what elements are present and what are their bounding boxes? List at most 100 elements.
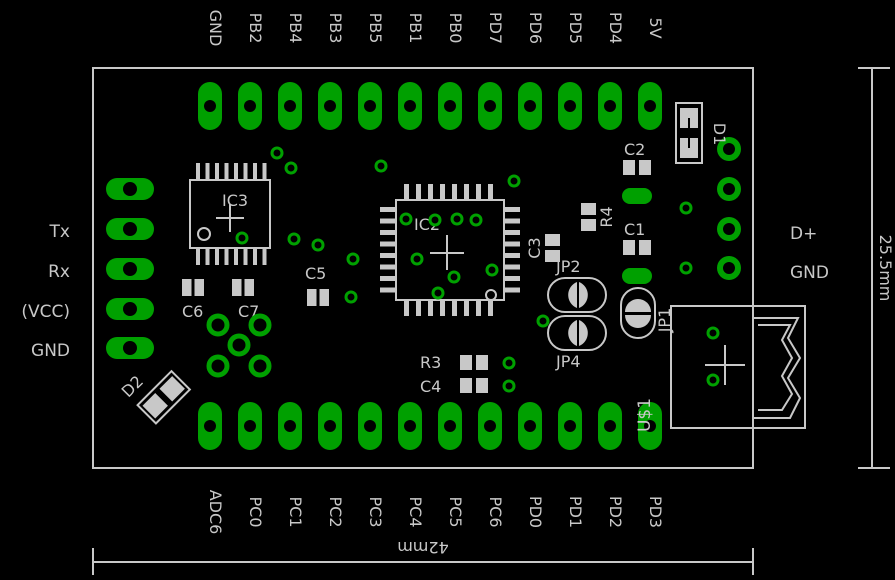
via bbox=[502, 356, 516, 370]
bottom-pin-label: PD3 bbox=[646, 496, 665, 528]
top-header-pad bbox=[518, 82, 542, 130]
right-pad bbox=[717, 217, 741, 241]
top-header-pad bbox=[558, 82, 582, 130]
ic3-pin bbox=[224, 249, 229, 265]
via bbox=[431, 286, 445, 300]
ic2-pin bbox=[505, 230, 520, 235]
r4-res: R4 bbox=[581, 203, 616, 231]
top-pin-label: PD7 bbox=[486, 12, 505, 44]
label-gnd-left: GND bbox=[31, 341, 70, 361]
d1-diode: D1 bbox=[675, 102, 729, 164]
bottom-header-pad bbox=[558, 402, 582, 450]
ic2-pin bbox=[428, 184, 433, 199]
left-pad bbox=[106, 337, 154, 359]
bottom-header-pad bbox=[438, 402, 462, 450]
ic3-pins bbox=[196, 163, 267, 265]
ic2-pin bbox=[488, 301, 493, 316]
ic2-pins bbox=[380, 184, 520, 316]
right-pad bbox=[717, 177, 741, 201]
top-pin-label: PB1 bbox=[406, 13, 425, 44]
pad-c1 bbox=[622, 268, 652, 284]
ic2-pin bbox=[505, 253, 520, 258]
label-gnd-right: GND bbox=[790, 263, 829, 283]
top-pin-label: PB3 bbox=[326, 13, 345, 44]
via bbox=[410, 252, 424, 266]
ic2-pin bbox=[464, 301, 469, 316]
vias bbox=[235, 146, 693, 393]
d1-label: D1 bbox=[710, 123, 729, 146]
bottom-pin-label: PC2 bbox=[326, 497, 345, 528]
bottom-pin-label: PD2 bbox=[606, 496, 625, 528]
d2-label: D2 bbox=[118, 372, 147, 401]
ic2-pin bbox=[476, 184, 481, 199]
jp2-jumper: JP2 bbox=[547, 257, 607, 313]
via bbox=[469, 213, 483, 227]
r3-label: R3 bbox=[420, 353, 441, 372]
bottom-pin-label: PC1 bbox=[286, 497, 305, 528]
c5-label: C5 bbox=[305, 264, 326, 283]
via bbox=[287, 232, 301, 246]
jp4-label: JP4 bbox=[555, 352, 581, 371]
top-header-pad bbox=[278, 82, 302, 130]
bottom-header-pad bbox=[638, 402, 662, 450]
via bbox=[447, 270, 461, 284]
bottom-header-pads bbox=[198, 402, 662, 450]
ic3-pin bbox=[234, 163, 238, 179]
via bbox=[270, 146, 284, 160]
bottom-pin-label: PD0 bbox=[526, 496, 545, 528]
left-labels: Tx Rx (VCC) GND bbox=[21, 222, 70, 361]
bottom-pin-label: PC3 bbox=[366, 497, 385, 528]
c6-label: C6 bbox=[182, 302, 203, 321]
tht-pad bbox=[227, 333, 251, 357]
ic2-pin bbox=[505, 241, 520, 247]
ic3-pin bbox=[234, 249, 238, 265]
c3-cap: C3 bbox=[525, 234, 560, 262]
ic2-pin bbox=[380, 207, 395, 212]
ic3-pin bbox=[224, 163, 229, 179]
board-outline bbox=[92, 67, 754, 469]
bottom-header-pad bbox=[478, 402, 502, 450]
top-pin-label: PB2 bbox=[246, 13, 265, 44]
ic2-pin bbox=[380, 241, 395, 247]
bottom-pin-label: PC5 bbox=[446, 497, 465, 528]
ic2-pin bbox=[476, 301, 481, 316]
ic2-pin bbox=[416, 301, 421, 316]
tht-pad bbox=[248, 354, 272, 378]
top-header-pad bbox=[238, 82, 262, 130]
left-pad bbox=[106, 258, 154, 280]
via bbox=[485, 263, 499, 277]
ic2-pin bbox=[505, 218, 520, 224]
top-header-pad bbox=[478, 82, 502, 130]
top-header-pads bbox=[198, 82, 662, 130]
dimension-height: 25.5mm bbox=[858, 67, 895, 469]
ic2-pin bbox=[428, 301, 433, 316]
ic2-pin bbox=[380, 230, 395, 235]
top-header-pad bbox=[638, 82, 662, 130]
ic2-pin bbox=[404, 184, 409, 199]
ic2-pin bbox=[416, 184, 421, 199]
bottom-header-pad bbox=[398, 402, 422, 450]
ic3-pin bbox=[215, 163, 219, 179]
ic3-pin bbox=[215, 249, 219, 265]
via bbox=[284, 161, 298, 175]
via bbox=[374, 159, 388, 173]
r3-res: R3 bbox=[420, 353, 488, 372]
top-pin-label: 5V bbox=[646, 17, 665, 38]
bottom-header-pad bbox=[358, 402, 382, 450]
jp2-label: JP2 bbox=[555, 257, 581, 276]
top-pin-label: PD6 bbox=[526, 12, 545, 44]
via bbox=[536, 314, 550, 328]
usb-connector: U$1 bbox=[635, 305, 806, 432]
ic2-pin bbox=[505, 276, 520, 281]
ic2-pin bbox=[488, 184, 493, 199]
dim-width-label: 42mm bbox=[397, 538, 449, 557]
us1-label: U$1 bbox=[635, 398, 655, 432]
ic3-pin bbox=[243, 163, 248, 179]
via bbox=[679, 261, 693, 275]
bottom-header-pad bbox=[278, 402, 302, 450]
ic2-pin bbox=[505, 287, 520, 293]
bottom-pin-label: ADC6 bbox=[206, 490, 225, 535]
tht-pad bbox=[248, 313, 272, 337]
